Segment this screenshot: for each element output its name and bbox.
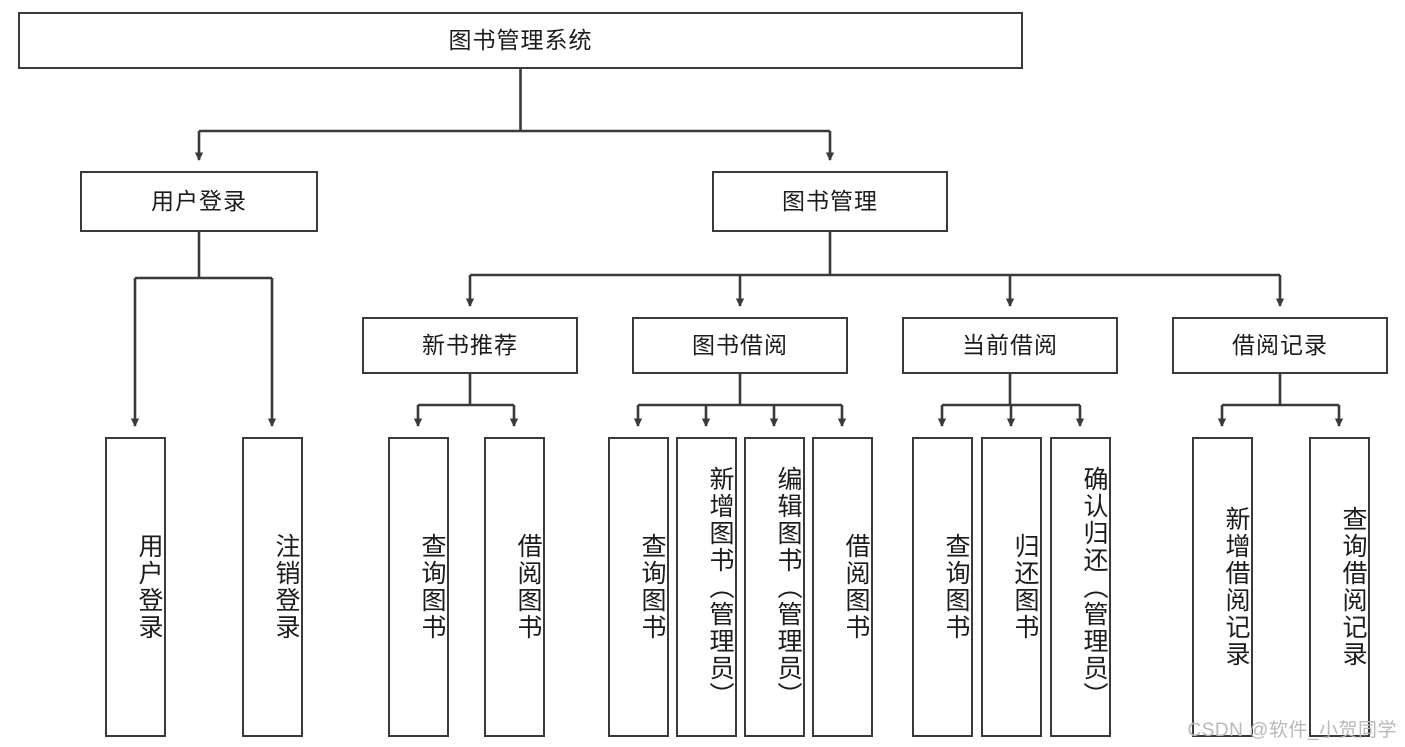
leaf-confirm-return[interactable]: 确认归还（管理员） — [1050, 437, 1111, 737]
node-label: 图书管理系统 — [448, 26, 593, 53]
leaf-add-book[interactable]: 新增图书（管理员） — [676, 437, 737, 737]
node-label: 查询借阅记录 — [1339, 506, 1367, 668]
leaf-borrow-book-2[interactable]: 借阅图书 — [812, 437, 873, 737]
node-current-borrow[interactable]: 当前借阅 — [902, 317, 1118, 374]
leaf-add-record[interactable]: 新增借阅记录 — [1192, 437, 1253, 737]
node-label: 归还图书 — [1011, 533, 1039, 641]
node-label: 注销登录 — [272, 533, 300, 641]
node-label: 用户登录 — [135, 533, 163, 641]
node-label: 借阅图书 — [514, 533, 542, 641]
node-label: 查询图书 — [942, 533, 970, 641]
leaf-user-login[interactable]: 用户登录 — [105, 437, 166, 737]
node-label: 借阅图书 — [842, 533, 870, 641]
leaf-query-book-1[interactable]: 查询图书 — [388, 437, 449, 737]
node-label: 当前借阅 — [962, 331, 1058, 358]
leaf-edit-book[interactable]: 编辑图书（管理员） — [744, 437, 805, 737]
leaf-query-book-2[interactable]: 查询图书 — [608, 437, 669, 737]
leaf-return-book[interactable]: 归还图书 — [981, 437, 1042, 737]
node-new-book-recommend[interactable]: 新书推荐 — [362, 317, 578, 374]
node-label: 查询图书 — [418, 533, 446, 641]
leaf-query-record[interactable]: 查询借阅记录 — [1309, 437, 1370, 737]
node-label: 新书推荐 — [422, 331, 518, 358]
node-label: 确认归还（管理员） — [1080, 465, 1108, 709]
csdn-watermark: CSDN @软件_小贺同学 — [1187, 720, 1397, 741]
node-label: 图书借阅 — [692, 331, 788, 358]
node-label: 借阅记录 — [1232, 331, 1328, 358]
node-label: 图书管理 — [782, 187, 878, 214]
node-label: 用户登录 — [151, 187, 247, 214]
node-borrow-record[interactable]: 借阅记录 — [1172, 317, 1388, 374]
node-label: 新增借阅记录 — [1222, 506, 1250, 668]
node-book-management-system[interactable]: 图书管理系统 — [18, 12, 1023, 69]
node-label: 查询图书 — [638, 533, 666, 641]
node-user-login[interactable]: 用户登录 — [80, 171, 318, 232]
node-label: 新增图书（管理员） — [706, 465, 734, 709]
node-book-management[interactable]: 图书管理 — [712, 171, 948, 232]
node-label: 编辑图书（管理员） — [774, 465, 802, 709]
leaf-borrow-book-1[interactable]: 借阅图书 — [484, 437, 545, 737]
node-book-borrow[interactable]: 图书借阅 — [632, 317, 848, 374]
leaf-logout[interactable]: 注销登录 — [242, 437, 303, 737]
leaf-query-book-3[interactable]: 查询图书 — [912, 437, 973, 737]
